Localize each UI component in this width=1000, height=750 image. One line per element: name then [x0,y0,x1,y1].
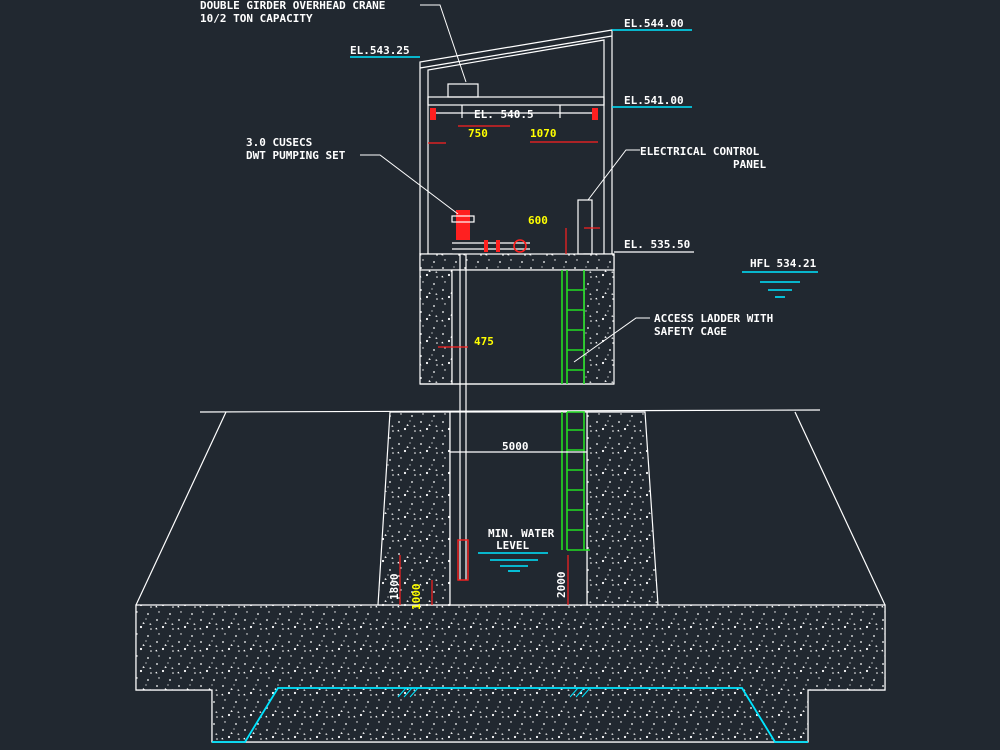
elevation-floor: EL. 535.50 [624,238,690,251]
min-water-level-symbol [478,552,548,572]
min-water-label-line1: MIN. WATER [488,527,555,540]
well-opening [451,269,585,385]
well-wall-right-upper [583,253,615,385]
dim-1070: 1070 [530,127,557,140]
dim-2000: 2000 [555,572,568,599]
crane-trolley [447,83,479,98]
leader-lines [360,4,650,363]
foundation-line [212,687,808,743]
ladder-label-line2: SAFETY CAGE [654,325,727,338]
elevation-crane-rail: EL.541.00 [624,94,684,107]
well-wall-right-lower [586,411,659,606]
well-wall-left-upper [419,253,453,385]
dim-5000: 5000 [502,440,529,453]
elevation-roof-right: EL.544.00 [624,17,684,30]
base-slab [135,604,886,743]
pump-label-line2: DWT PUMPING SET [246,149,346,162]
pumping-set [451,210,530,581]
electrical-control-panel [577,199,593,255]
dimension-lines [399,125,600,605]
min-water-label-line2: LEVEL [496,539,529,552]
pump-label-line1: 3.0 CUSECS [246,136,312,149]
panel-label-line1: ELECTRICAL CONTROL [640,145,760,158]
elevation-roof-left: EL.543.25 [350,44,410,57]
elevation-crane-beam: EL. 540.5 [474,108,534,121]
dim-1800: 1800 [388,574,401,601]
panel-label-line2: PANEL [733,158,766,171]
well-interior [449,411,588,606]
hfl-water-symbol [742,271,818,298]
floor-slab [419,253,615,271]
dim-600: 600 [528,214,548,227]
ground-hatch [397,687,591,698]
dim-750: 750 [468,127,488,140]
crane-label-line2: 10/2 TON CAPACITY [200,12,313,25]
hfl-label: HFL 534.21 [750,257,817,270]
building-frame [419,29,613,255]
dim-1000: 1000 [410,584,423,611]
ladder-label-line1: ACCESS LADDER WITH [654,312,773,325]
crane-label-line1: DOUBLE GIRDER OVERHEAD CRANE [200,0,385,12]
dim-475: 475 [474,335,494,348]
access-ladder [561,270,590,551]
